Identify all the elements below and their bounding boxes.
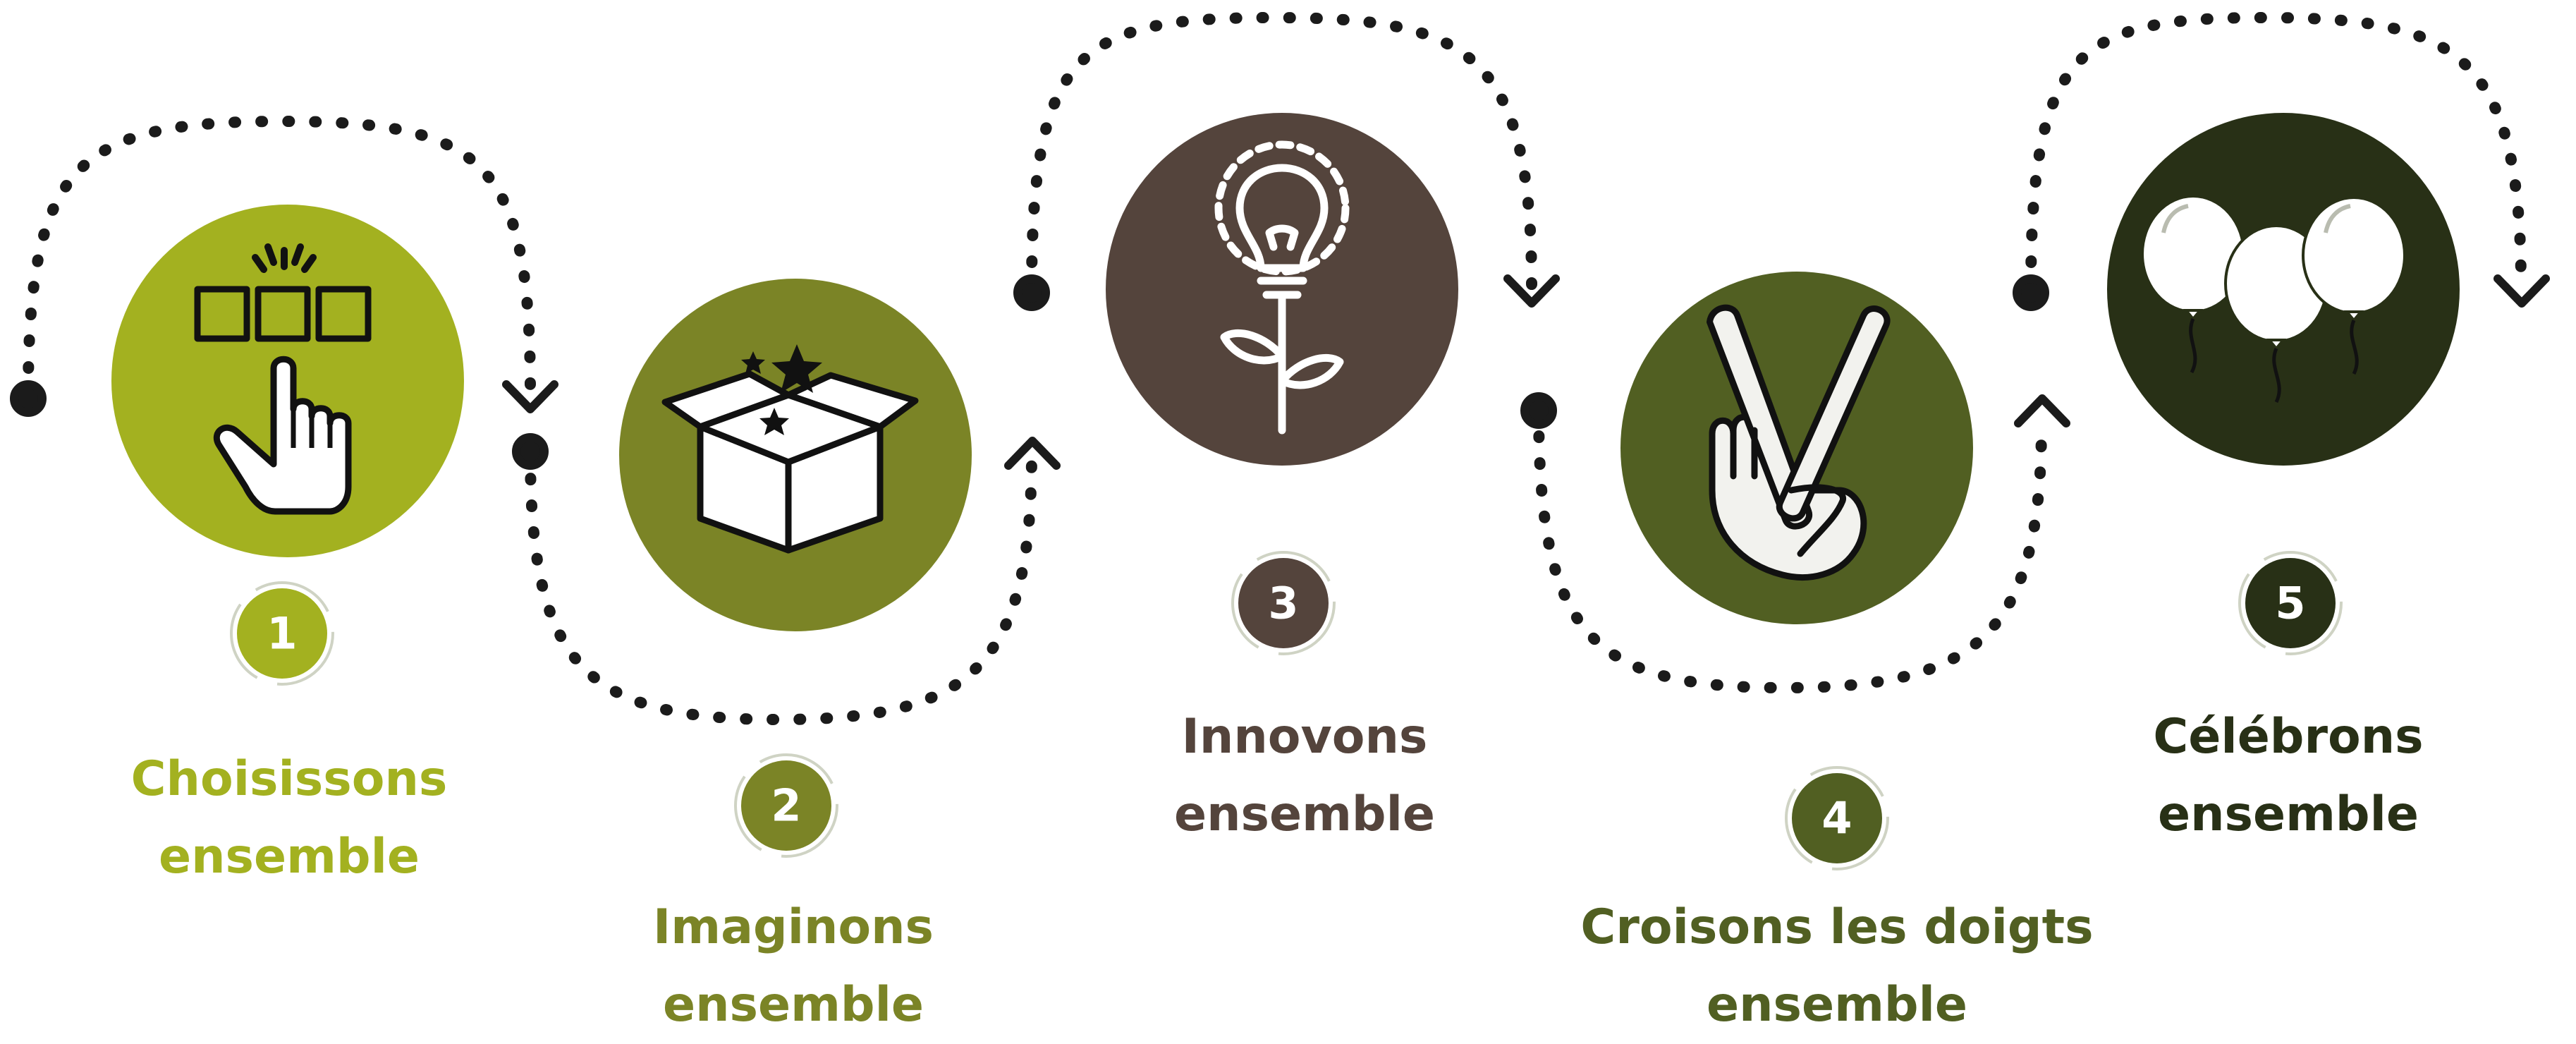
arrow-down-3: [1503, 274, 1560, 308]
step-3-title-line2: ensemble: [1173, 787, 1436, 842]
hand-pointer-selection-icon: [194, 243, 372, 515]
connector-5-end: [2025, 11, 2527, 295]
step-3-label: Innovons ensemble: [987, 698, 1622, 854]
step-3-number: 3: [1268, 578, 1298, 629]
step-3-circle: [1106, 113, 1458, 466]
arrow-down-1: [502, 380, 558, 413]
step-1-label: Choisissons ensemble: [0, 741, 606, 896]
step-2-title-line2: ensemble: [662, 977, 924, 1033]
crossed-fingers-icon: [1706, 304, 1891, 581]
step-5-badge: 5: [2238, 551, 2343, 655]
step-4-circle: [1620, 272, 1973, 624]
step-4-title-line1: Croisons les doigts: [1580, 899, 2094, 955]
step-2-number: 2: [771, 780, 801, 832]
step-4-title-line2: ensemble: [1706, 977, 1968, 1033]
step-5-title-line2: ensemble: [2157, 787, 2419, 842]
step-1-number: 1: [267, 608, 297, 660]
step-1-title-line1: Choisissons: [130, 751, 448, 807]
step-4-label: Croisons les doigts ensemble: [1520, 889, 2154, 1044]
dot-start-4: [1520, 392, 1557, 429]
dot-start-5: [2013, 274, 2049, 311]
connector-1-2: [23, 115, 536, 401]
step-4-number: 4: [1821, 793, 1852, 844]
arrow-up-4: [2014, 394, 2070, 427]
arrow-up-2: [1004, 437, 1061, 470]
connector-endpoints: [10, 274, 2550, 470]
connector-4-5: [1533, 403, 2047, 694]
arrow-down-5: [2493, 274, 2550, 308]
dot-start-2: [512, 433, 549, 470]
step-1-title-line2: ensemble: [158, 829, 420, 885]
step-2-label: Imaginons ensemble: [476, 889, 1111, 1044]
dot-start-1: [10, 380, 47, 417]
step-5-number: 5: [2275, 578, 2305, 629]
step-4-badge: 4: [1785, 766, 1889, 870]
step-2-title-line1: Imaginons: [652, 899, 934, 955]
step-3-title-line1: Innovons: [1181, 709, 1428, 765]
connector-2-3: [525, 446, 1037, 726]
dotted-connectors: [23, 11, 2527, 726]
step-5-title-line1: Célébrons: [2153, 709, 2424, 765]
step-1-badge: 1: [230, 581, 334, 686]
step-5-label: Célébrons ensemble: [1971, 698, 2576, 854]
number-badges: 1 2 3 4 5: [230, 551, 2343, 870]
balloons-icon: [2141, 195, 2406, 403]
gift-box-stars-icon: [661, 344, 919, 554]
step-2-badge: 2: [734, 753, 838, 858]
dot-start-3: [1013, 274, 1050, 311]
step-3-badge: 3: [1231, 551, 1336, 655]
lightbulb-plant-icon: [1214, 140, 1350, 435]
